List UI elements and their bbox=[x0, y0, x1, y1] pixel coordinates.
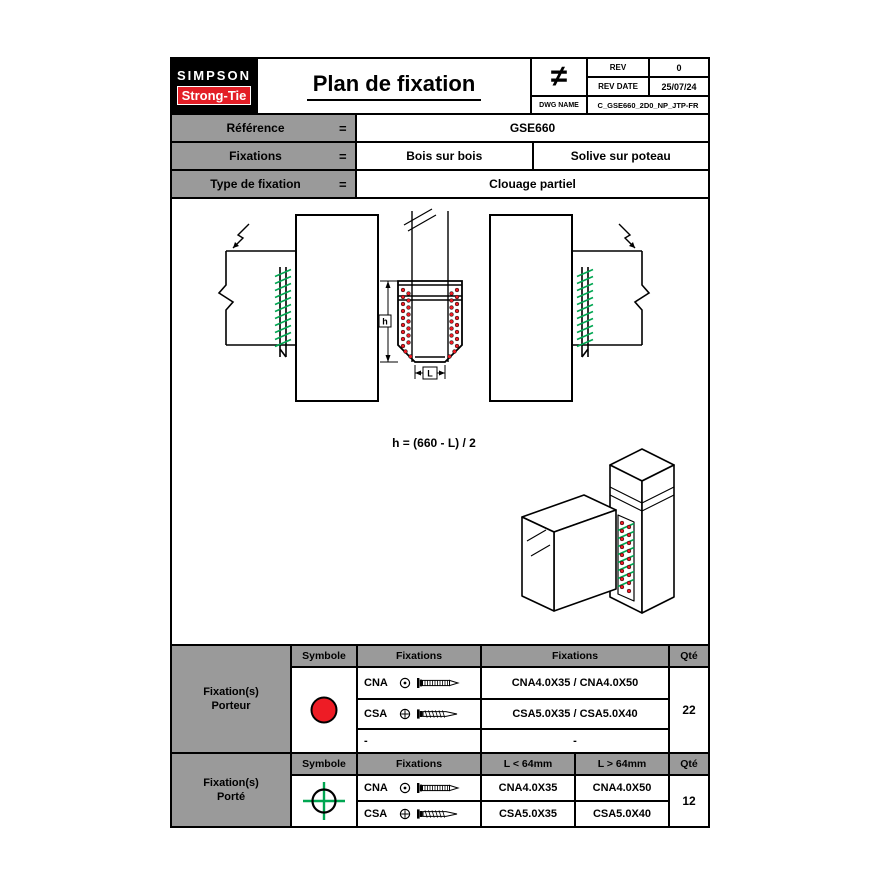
drawing-area: h L bbox=[170, 199, 710, 646]
porteur-header-qty: Qté bbox=[668, 646, 708, 666]
porteur-qty: 22 bbox=[668, 666, 708, 752]
porteur-row-dash-code: - bbox=[356, 728, 480, 752]
isometric-view bbox=[521, 448, 675, 614]
nail-icon bbox=[417, 783, 460, 793]
red-circle-symbol-icon bbox=[310, 696, 338, 724]
simpson-strongtie-logo: SIMPSON Strong-Tie bbox=[172, 59, 258, 113]
brand-strongtie: Strong-Tie bbox=[177, 85, 251, 105]
type-fixation-value: Clouage partiel bbox=[489, 177, 576, 191]
porte-header-symbole: Symbole bbox=[290, 754, 356, 774]
fixations-label-cell: Fixations = bbox=[172, 143, 357, 169]
info-row-fixations: Fixations = Bois sur bois Solive sur pot… bbox=[170, 143, 710, 171]
porte-row-label: Fixation(s) Porté bbox=[172, 754, 290, 826]
rev-date-value: 25/07/24 bbox=[648, 78, 708, 97]
post-right-face bbox=[641, 464, 675, 614]
screw-head-icon bbox=[399, 808, 411, 820]
revision-block: ≠ REV 0 REV DATE 25/07/24 DWG NAME C_GSE… bbox=[532, 59, 708, 113]
type-fixation-label: Type de fixation bbox=[210, 177, 301, 191]
porteur-header-fixations-code: Fixations bbox=[356, 646, 480, 666]
nail-marks-left bbox=[274, 268, 292, 348]
technical-drawing: h L bbox=[217, 208, 675, 614]
front-view: h L bbox=[378, 208, 463, 380]
porte-qty: 12 bbox=[668, 774, 708, 826]
height-formula: h = (660 - L) / 2 bbox=[392, 436, 476, 450]
porte-row-cna-short: CNA4.0X35 bbox=[480, 774, 574, 800]
equals-sign: = bbox=[339, 148, 347, 164]
porteur-row-csa-value: CSA5.0X35 / CSA5.0X40 bbox=[480, 698, 668, 728]
left-side-view bbox=[217, 214, 379, 402]
fixations-label: Fixations bbox=[229, 149, 282, 163]
brand-simpson: SIMPSON bbox=[177, 67, 251, 83]
porte-row-cna-long: CNA4.0X50 bbox=[574, 774, 668, 800]
screw-head-icon bbox=[399, 708, 411, 720]
porte-row-csa-short: CSA5.0X35 bbox=[480, 800, 574, 826]
porteur-row-csa-code: CSA bbox=[356, 698, 480, 728]
porteur-header-fixations-ref: Fixations bbox=[480, 646, 668, 666]
dimension-height: h bbox=[378, 280, 398, 363]
reference-value: GSE660 bbox=[509, 121, 556, 135]
beam-break-marks bbox=[526, 529, 551, 557]
porte-row-cna-code: CNA bbox=[356, 774, 480, 800]
break-arrow-icon bbox=[233, 242, 239, 248]
equals-sign: = bbox=[339, 176, 347, 192]
porteur-row-label: Fixation(s) Porteur bbox=[172, 646, 290, 752]
beam-left-face bbox=[521, 516, 555, 612]
porteur-row-dash-value: - bbox=[480, 728, 668, 752]
fixations-value-1: Bois sur bois bbox=[406, 149, 483, 163]
porteur-fixations-table: Fixation(s) Porteur Symbole Fixations Fi… bbox=[170, 646, 710, 754]
porteur-symbol-cell bbox=[290, 666, 356, 752]
screw-icon bbox=[417, 809, 458, 819]
nail-holes bbox=[400, 287, 460, 359]
porteur-row-cna-value: CNA4.0X35 / CNA4.0X50 bbox=[480, 666, 668, 698]
crosshair-symbol-icon bbox=[303, 782, 345, 820]
break-marks bbox=[403, 208, 437, 232]
dwg-name-label: DWG NAME bbox=[539, 101, 579, 109]
projection-symbol-icon: ≠ bbox=[532, 59, 586, 97]
porteur-row-cna-code: CNA bbox=[356, 666, 480, 698]
nail-icon bbox=[417, 678, 460, 688]
post-break-marks bbox=[609, 486, 675, 512]
rev-date-label: REV DATE bbox=[586, 78, 648, 97]
porte-symbol-cell bbox=[290, 774, 356, 826]
reference-label-cell: Référence = bbox=[172, 115, 357, 141]
porte-header-fixations: Fixations bbox=[356, 754, 480, 774]
equals-sign: = bbox=[339, 120, 347, 136]
break-arrow-icon bbox=[629, 242, 635, 248]
rev-value: 0 bbox=[648, 59, 708, 78]
nail-head-icon bbox=[399, 677, 411, 689]
title-block: SIMPSON Strong-Tie Plan de fixation ≠ RE… bbox=[170, 57, 710, 115]
type-fixation-label-cell: Type de fixation = bbox=[172, 171, 357, 197]
info-row-type-fixation: Type de fixation = Clouage partiel bbox=[170, 171, 710, 199]
dim-h-label: h bbox=[382, 317, 388, 327]
drawing-sheet: SIMPSON Strong-Tie Plan de fixation ≠ RE… bbox=[170, 57, 710, 828]
nail-head-icon bbox=[399, 782, 411, 794]
rev-label: REV bbox=[586, 59, 648, 78]
porteur-header-symbole: Symbole bbox=[290, 646, 356, 666]
page-title: Plan de fixation bbox=[306, 71, 482, 101]
dwg-name-value: C_GSE660_2D0_NP_JTP-FR bbox=[586, 97, 708, 113]
porte-header-short: L < 64mm bbox=[480, 754, 574, 774]
info-row-reference: Référence = GSE660 bbox=[170, 115, 710, 143]
porte-header-qty: Qté bbox=[668, 754, 708, 774]
screw-icon bbox=[417, 709, 458, 719]
nail-marks-right bbox=[576, 268, 594, 348]
porte-row-csa-code: CSA bbox=[356, 800, 480, 826]
dimension-length: L bbox=[414, 365, 446, 380]
porte-row-csa-long: CSA5.0X40 bbox=[574, 800, 668, 826]
reference-label: Référence bbox=[226, 121, 285, 135]
title-cell: Plan de fixation bbox=[258, 59, 532, 113]
porte-header-long: L > 64mm bbox=[574, 754, 668, 774]
fixations-value-2: Solive sur poteau bbox=[531, 143, 709, 169]
dim-l-label: L bbox=[427, 369, 433, 379]
porte-fixations-table: Fixation(s) Porté Symbole Fixations L < … bbox=[170, 754, 710, 828]
right-side-view bbox=[489, 214, 651, 402]
